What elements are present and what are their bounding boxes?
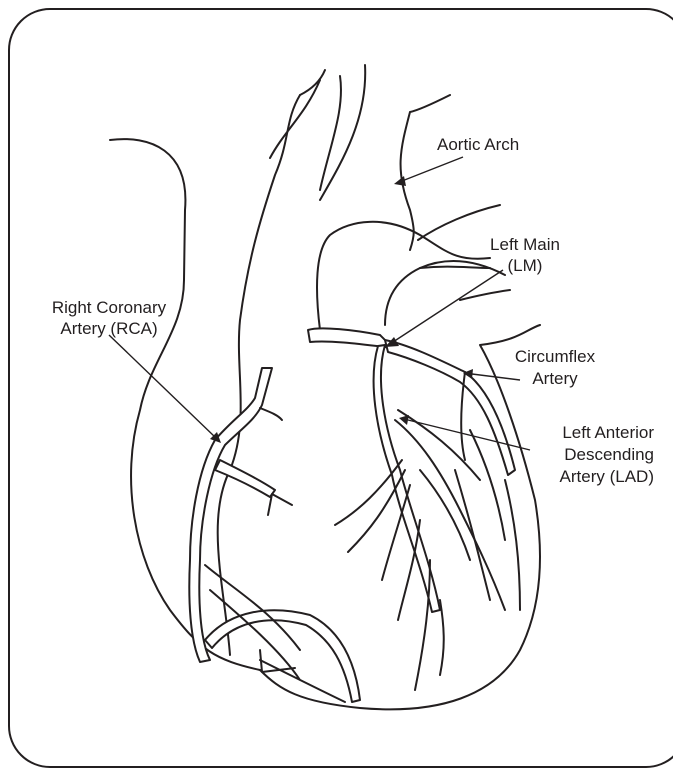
labels: Aortic Arch Left Main (LM) Right Coronar… [52,135,654,486]
rca-label-line2: Artery (RCA) [60,319,157,338]
rca-label-line1: Right Coronary [52,298,167,317]
left-main-label-line1: Left Main [490,235,560,254]
circumflex-label-line2: Artery [532,369,578,388]
lad-label-line3: Artery (LAD) [560,467,654,486]
left-main-label-line2: (LM) [508,256,543,275]
lad-arrow-line [408,420,530,450]
pointer-arrows [109,157,530,450]
rca-marginal-branch [215,460,275,497]
lad-label-line2: Descending [564,445,654,464]
left-main-arrow-line [393,270,503,342]
circumflex-artery [385,340,515,475]
rca-marginal-fork [268,494,292,515]
aortic-arch-label: Aortic Arch [437,135,519,154]
coronary-arteries [189,328,520,702]
pulmonary-trunk [317,222,490,330]
aortic-arch-arrowhead [394,176,406,186]
rca-side-branch [260,408,282,420]
rca-arrow-line [109,335,215,437]
aorta-left-wall [218,95,300,655]
lad-label-line1: Left Anterior [562,423,654,442]
circumflex-label-line1: Circumflex [515,347,596,366]
aortic-arch-arrow-line [402,157,463,181]
